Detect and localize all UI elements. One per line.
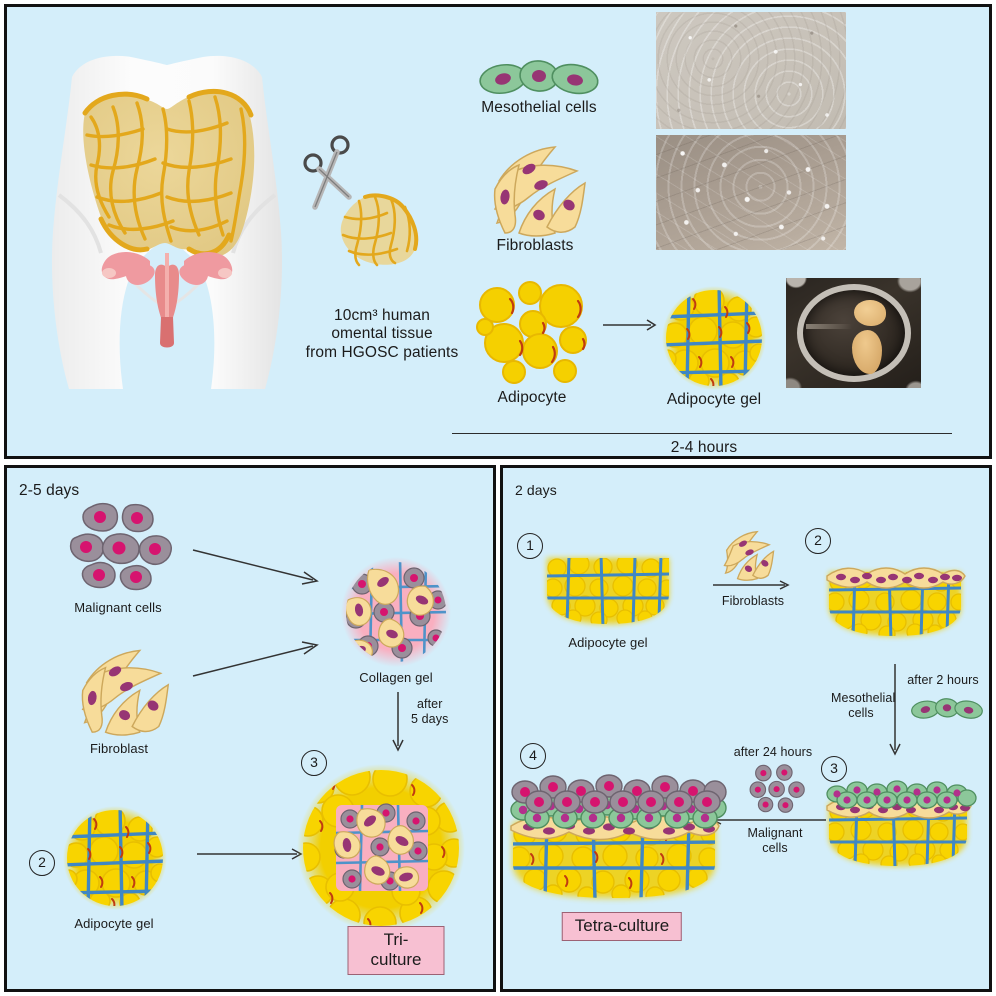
step-number-4-br: 4 <box>520 743 546 769</box>
timeline-rule-top <box>452 433 952 434</box>
after-5-days-label: after 5 days <box>411 697 449 726</box>
anatomy-illustration <box>51 55 283 389</box>
step-number-3-bl: 3 <box>301 750 327 776</box>
arrow-right-icon <box>603 319 657 331</box>
adipocyte-gel-sphere <box>662 286 766 390</box>
step-number-2-br: 2 <box>805 528 831 554</box>
adipocyte-gel-label-br: Adipocyte gel <box>568 635 648 650</box>
panel-isolation: 10cm³ human omental tissue from HGOSC pa… <box>4 4 992 459</box>
duration-label-br: 2 days <box>515 482 557 498</box>
adipocyte-icon <box>476 281 587 384</box>
tri-culture-sphere <box>297 764 465 932</box>
step-number-3-br: 3 <box>821 756 847 782</box>
fibroblasts-label-br: Fibroblasts <box>721 594 785 608</box>
mesothelial-cells-label-br: Mesothelial cells <box>831 691 896 720</box>
timeline-label-top: 2-4 hours <box>670 439 738 456</box>
adipocyte-gel-label-top: Adipocyte gel <box>666 391 762 408</box>
tri-layer-slab <box>826 780 977 866</box>
adipocyte-gel-slab-1 <box>547 558 669 624</box>
fibroblast-icon-bl <box>81 649 170 736</box>
scissors-icon <box>303 135 352 210</box>
micrograph-mesothelial <box>656 12 846 129</box>
fibroblasts-icon <box>493 146 586 237</box>
fibroblast-icon-br <box>723 530 775 581</box>
malignant-cells-icon-br <box>749 764 805 813</box>
adipocyte-gel-sphere-bl <box>63 806 167 910</box>
step-number-2-bl: 2 <box>29 850 55 876</box>
tetra-culture-slab <box>510 774 727 898</box>
malignant-cells-label-bl: Malignant cells <box>74 600 162 615</box>
duration-label-bl: 2-5 days <box>19 482 80 499</box>
omental-tissue-sample-icon <box>340 193 419 267</box>
fibroblast-layer <box>826 567 966 589</box>
adipocyte-gel-with-fibroblasts-slab <box>826 567 966 636</box>
mesothelial-cells-icon <box>479 60 599 95</box>
arrow-down-collagen-icon <box>392 692 404 752</box>
step-number-1-br: 1 <box>517 533 543 559</box>
after-2-hours-label: after 2 hours <box>907 673 979 687</box>
adipocyte-label: Adipocyte <box>497 389 567 406</box>
adipocyte-gel-label-bl: Adipocyte gel <box>74 916 154 931</box>
arrow-malignant-to-collagen-icon <box>192 549 319 585</box>
fibroblast-label-bl: Fibroblast <box>89 741 149 756</box>
arrow-left-malignant-icon <box>711 815 826 825</box>
mesothelial-cells-icon-br <box>911 698 983 719</box>
uterus-icon <box>101 252 233 348</box>
panel-tri-culture: 2-5 days Malignant cells 1 <box>4 465 496 992</box>
omentum-icon <box>82 88 255 257</box>
well-plate-photo <box>786 278 921 388</box>
tissue-caption: 10cm³ human omental tissue from HGOSC pa… <box>305 307 459 361</box>
micrograph-fibroblast <box>656 135 846 250</box>
arrow-fibroblasts-br-icon <box>713 580 790 590</box>
collagen-gel-sphere <box>341 557 451 667</box>
mesothelial-layer <box>826 780 977 809</box>
tri-culture-tag: Tri-culture <box>347 926 445 975</box>
after-24-hours-label: after 24 hours <box>733 745 813 759</box>
malignant-cells-label-br: Malignant cells <box>747 826 803 855</box>
fibroblasts-label: Fibroblasts <box>496 237 574 254</box>
tetra-culture-tag: Tetra-culture <box>561 912 683 941</box>
mesothelial-cells-label: Mesothelial cells <box>481 99 597 116</box>
panel-tetra-culture: 2 days 1 <box>500 465 992 992</box>
malignant-cells-icon <box>69 502 172 591</box>
arrow-down-mesothelial-icon <box>889 664 901 756</box>
arrow-fibroblast-to-collagen-icon <box>192 641 319 677</box>
arrow-adipocyte-to-tri-icon <box>197 848 303 860</box>
collagen-gel-label: Collagen gel <box>359 670 433 685</box>
